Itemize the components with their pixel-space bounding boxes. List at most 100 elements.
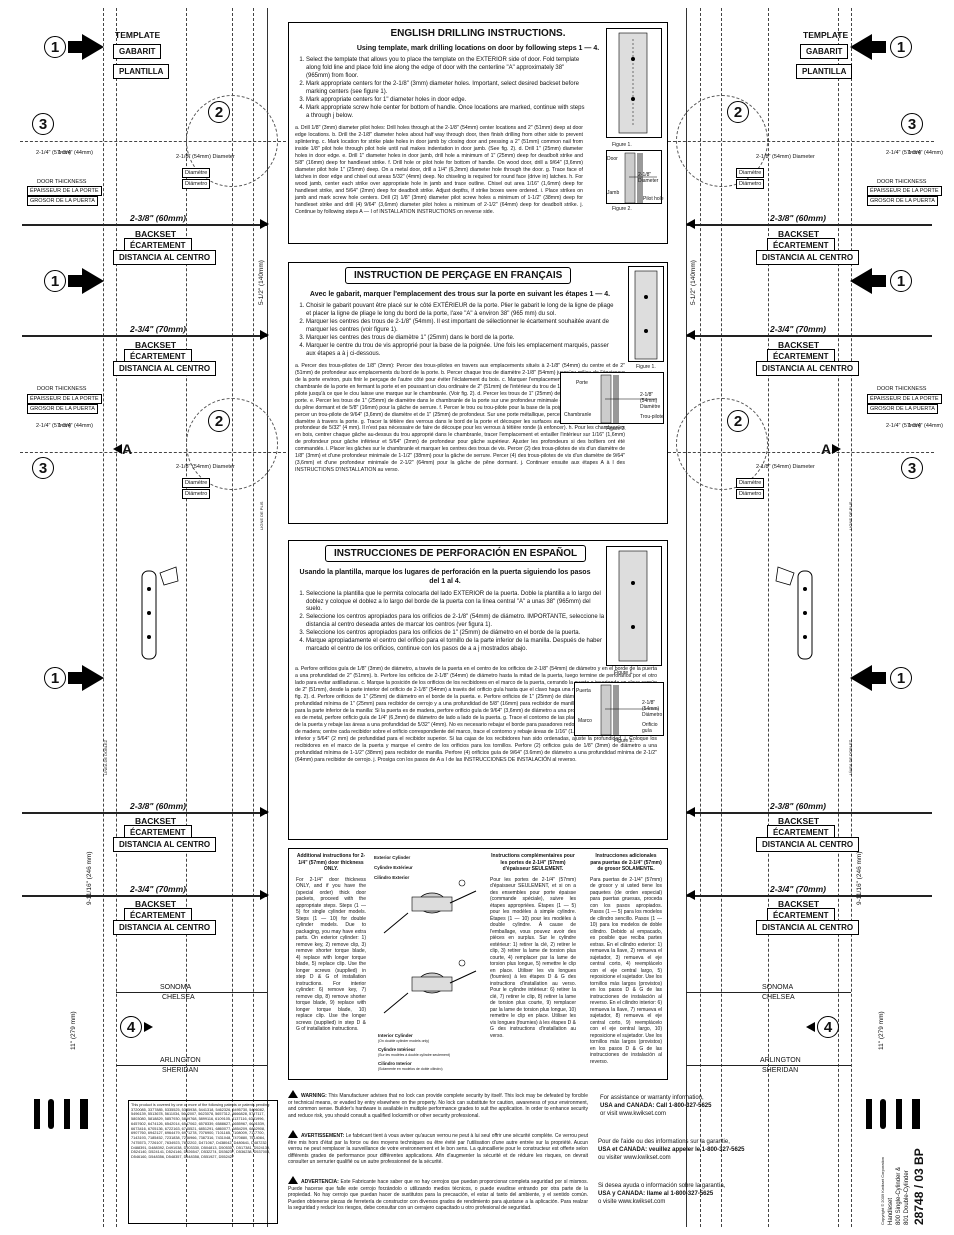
contact-es-line1: Si desea ayuda o información sobre la ga… <box>598 1183 726 1189</box>
guide-line <box>768 8 769 1227</box>
english-step-1: Select the template that allows you to p… <box>306 57 585 81</box>
door-thickness-en: DOOR THICKNESS <box>37 179 87 185</box>
guide-line <box>103 8 104 1227</box>
step-marker-4: 4 <box>120 1016 142 1038</box>
hole-circle <box>186 398 278 490</box>
warning-en: WARNING: This Manufacturer advises that … <box>288 1090 588 1119</box>
style-line <box>116 1065 267 1066</box>
step-marker-1: 1 <box>44 667 66 689</box>
english-body: a. Drill 1/8" (3mm) diameter pilot holes… <box>295 124 583 215</box>
english-figure-1 <box>606 28 662 138</box>
backset-60: 2-3/8" (60mm) <box>770 213 826 223</box>
diametro-label: Diámetro <box>182 179 211 189</box>
vertical-measure: 11" (279 mm) <box>878 1011 885 1050</box>
guide-line <box>186 8 187 1227</box>
diametro-label: Diámetro <box>182 489 211 499</box>
backset-en: BACKSET <box>135 229 177 239</box>
door-thickness-es: GROSOR DE LA PUERTA <box>867 404 938 414</box>
int-cyl-label-es: Cilindro Interior <box>378 1061 412 1066</box>
spanish-title: INSTRUCCIONES DE PERFORACIÓN EN ESPAÑOL <box>325 545 587 563</box>
backset-line <box>22 335 267 337</box>
style-chelsea: CHELSEA <box>162 994 195 1001</box>
spanish-puerta-label: Puerta <box>576 688 591 694</box>
doc-copyright: Copyright © 2009 Kwikset Corporation <box>880 1156 885 1225</box>
contact-fr-link[interactable]: ou visiter www.kwikset.com <box>598 1155 671 1162</box>
warning-en-label: WARNING: <box>301 1093 327 1099</box>
hole-circle <box>676 95 768 187</box>
contact-en-link[interactable]: or visit www.kwikset.com <box>600 1111 667 1118</box>
backset-arrow <box>260 219 269 229</box>
backset-es: DISTANCIA AL CENTRO <box>113 250 217 265</box>
spanish-fig2-caption: Figure 2. <box>614 738 634 744</box>
spanish-figure-1 <box>606 546 662 666</box>
backset-en: BACKSET <box>135 816 177 826</box>
backset-line <box>686 335 932 337</box>
screw-pointer <box>806 1022 815 1032</box>
step-marker-2: 2 <box>727 410 749 432</box>
english-diameter-label: 2-1/8" Diameter <box>638 172 659 184</box>
step-marker-3: 3 <box>32 113 54 135</box>
step-marker-1: 1 <box>44 270 66 292</box>
ext-cyl-label-es: Cilindro Exterior <box>374 875 410 880</box>
spanish-marco-label: Marco <box>578 718 592 724</box>
style-arlington: ARLINGTON <box>160 1057 201 1064</box>
diameter-label: 2-1/8" (54mm) Diameter <box>176 154 235 160</box>
guide-line <box>232 8 233 1227</box>
spanish-step-1: Seleccione la plantilla que le permita c… <box>306 591 605 615</box>
vertical-measure: 11" (279 mm) <box>70 1011 77 1050</box>
french-step-2: Marquer les centres des trous de 2-1/8" … <box>306 319 620 335</box>
english-jamb-label: Jamb <box>607 190 620 196</box>
step-marker-3: 3 <box>901 113 923 135</box>
step-marker-1: 1 <box>890 667 912 689</box>
warning-fr: AVERTISSEMENT: Le fabricant tient à vous… <box>288 1130 588 1166</box>
diametre-label: Diamètre <box>182 168 211 178</box>
warning-icon <box>288 1130 298 1138</box>
spanish-body: a. Perfore orificios guía de 1/8" (3mm) … <box>295 665 657 763</box>
diametre-label: Diamètre <box>736 478 765 488</box>
french-step-1: Choisir le gabarit pouvant être placé su… <box>306 303 620 319</box>
thick-door-en-column: Additional instructions for 2-1/4" (57mm… <box>296 853 366 1033</box>
fold-line-label: LÍNEA DE DOBLEZ <box>103 739 108 775</box>
contact-fr-line1: Pour de l'aide ou des informations sur l… <box>598 1139 730 1145</box>
int-cyl-note-es: (Solamente en modelos de doble cilindro) <box>378 1067 443 1071</box>
int-cyl-note: (On double cylinder models only) <box>378 1039 430 1043</box>
backset-en: BACKSET <box>135 340 177 350</box>
fold-line-label: LÍNEA DE DOBLEZ <box>848 739 853 775</box>
backset-en: BACKSET <box>778 899 820 909</box>
step-marker-1: 1 <box>890 36 912 58</box>
door-thickness-es: GROSOR DE LA PUERTA <box>27 404 98 414</box>
arrow-right <box>68 665 104 691</box>
french-title: INSTRUCTION DE PERÇAGE EN FRANÇAIS <box>345 267 572 285</box>
arrow-left <box>850 34 886 60</box>
ext-cyl-label: Exterior Cylinder <box>374 855 411 860</box>
backset-60: 2-3/8" (60mm) <box>130 213 186 223</box>
step-marker-3: 3 <box>901 457 923 479</box>
french-subtitle: Avec le gabarit, marquer l'emplacement d… <box>309 291 611 299</box>
backset-arrow <box>686 330 695 340</box>
step-marker-2: 2 <box>208 101 230 123</box>
backset-es: DISTANCIA AL CENTRO <box>756 837 860 852</box>
french-step-4: Marquer le centre du trou de vis appropr… <box>306 343 620 359</box>
fold-line-right <box>686 8 687 1227</box>
door-thickness-fr: ÉPAISSEUR DE LA PORTE <box>867 186 942 196</box>
french-figure-1 <box>628 266 664 362</box>
thick-door-es-title: Instrucciones adicionales para puertas d… <box>590 853 662 872</box>
backset-en: BACKSET <box>778 340 820 350</box>
template-label-en: TEMPLATE <box>115 30 161 40</box>
french-diametre-label: 2-1/8" (54mm) Diamètre <box>640 392 661 410</box>
spanish-step-2: Seleccione los centros apropiados para l… <box>306 614 605 630</box>
door-thickness-es: GROSOR DE LA PUERTA <box>867 196 938 206</box>
contact-es-link[interactable]: o visite www.kwikset.com <box>598 1199 666 1206</box>
door-thickness-en: DOOR THICKNESS <box>877 179 927 185</box>
diametro-label: Diámetro <box>736 489 765 499</box>
style-line <box>116 992 267 993</box>
int-cyl-label-fr: Cylindre Intérieur <box>378 1047 416 1052</box>
centerline-a <box>20 452 286 453</box>
backset-es: DISTANCIA AL CENTRO <box>113 920 217 935</box>
door-thickness-fr: ÉPAISSEUR DE LA PORTE <box>27 394 102 404</box>
door-thickness-en: DOOR THICKNESS <box>877 386 927 392</box>
backset-es: DISTANCIA AL CENTRO <box>113 361 217 376</box>
warning-en-text: This Manufacturer advises that no lock c… <box>288 1093 588 1119</box>
contact-en-line2: USA and CANADA: Call 1-800-327-5625 <box>600 1103 712 1110</box>
backset-en: BACKSET <box>778 816 820 826</box>
